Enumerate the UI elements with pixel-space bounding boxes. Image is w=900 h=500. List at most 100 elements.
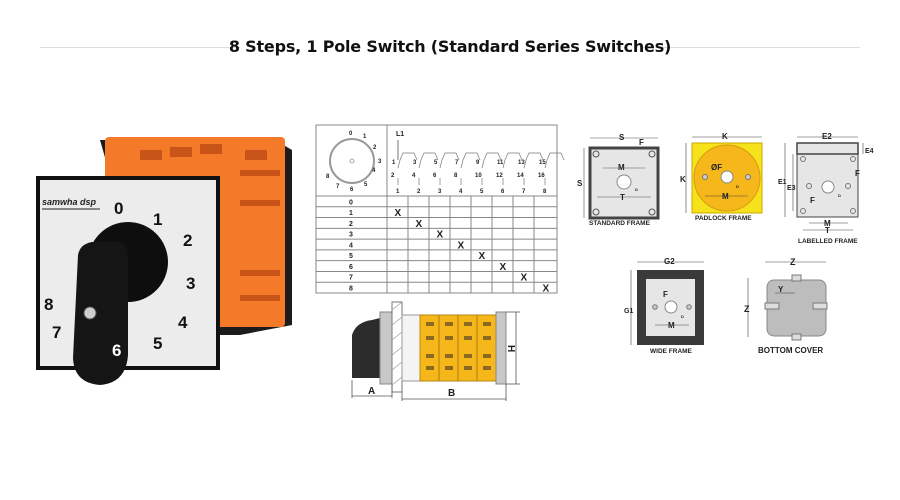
dimension-b: B <box>448 388 455 399</box>
closed-mark: X <box>416 219 423 230</box>
column-number: 4 <box>459 189 463 195</box>
svg-text:G1: G1 <box>624 308 633 315</box>
row-label: 3 <box>349 232 353 239</box>
row-label: 0 <box>349 199 353 206</box>
svg-text:G2: G2 <box>664 257 675 266</box>
column-number: 3 <box>438 189 442 195</box>
closed-mark: X <box>500 262 507 273</box>
svg-text:D: D <box>736 184 739 189</box>
dial-number: 8 <box>44 295 53 314</box>
column-number: 6 <box>501 189 505 195</box>
contact-symbol <box>502 152 523 185</box>
contact-symbol <box>460 152 481 185</box>
svg-text:K: K <box>722 132 728 141</box>
row-label: 1 <box>349 210 353 217</box>
svg-text:D: D <box>681 314 684 319</box>
bottom-cover-label: BOTTOM COVER <box>758 346 823 355</box>
closed-mark: X <box>479 251 486 262</box>
dial-position-label: 3 <box>378 159 382 165</box>
contact-number-bottom: 2 <box>391 173 395 179</box>
column-number: 1 <box>396 189 400 195</box>
closed-mark: X <box>521 273 528 284</box>
row-label: 8 <box>349 286 353 293</box>
contact-number-top: 9 <box>476 160 480 166</box>
padlock-frame-label: PADLOCK FRAME <box>695 215 752 222</box>
dial-number: 1 <box>153 210 162 229</box>
labelled-frame-label: LABELLED FRAME <box>798 238 858 245</box>
svg-text:K: K <box>680 175 686 184</box>
contact-number-bottom: 8 <box>454 173 458 179</box>
svg-text:Y: Y <box>778 285 784 294</box>
contact-symbol <box>418 152 439 185</box>
svg-text:D: D <box>838 193 841 198</box>
dial-number: 6 <box>112 341 121 360</box>
closed-mark: X <box>543 284 550 295</box>
contact-number-top: 7 <box>455 160 459 166</box>
svg-text:E4: E4 <box>865 148 874 155</box>
column-number: 7 <box>522 189 526 195</box>
svg-text:Z: Z <box>744 304 750 314</box>
svg-text:D: D <box>635 187 638 192</box>
dimension-a: A <box>368 386 375 397</box>
page-title: 8 Steps, 1 Pole Switch (Standard Series … <box>228 37 672 56</box>
contact-number-top: 5 <box>434 160 438 166</box>
row-label: 5 <box>349 253 353 260</box>
contact-number-top: 15 <box>539 160 546 166</box>
closed-mark: X <box>437 230 444 241</box>
contact-number-top: 11 <box>497 160 504 166</box>
contact-symbol <box>523 152 544 185</box>
row-label: 6 <box>349 264 353 271</box>
svg-text:E3: E3 <box>787 185 796 192</box>
svg-text:F: F <box>855 169 860 178</box>
svg-text:F: F <box>663 290 668 299</box>
dial-position-label: 1 <box>363 134 367 140</box>
svg-text:E1: E1 <box>778 179 787 186</box>
contact-number-bottom: 10 <box>475 173 482 179</box>
padlock-frame-diagram: K K ØF M D PADLOCK FRAME <box>680 132 763 222</box>
switch-handle[interactable] <box>73 242 128 385</box>
contact-symbol <box>544 152 565 185</box>
dial-position-label: 4 <box>372 168 376 174</box>
svg-text:ØF: ØF <box>711 163 722 172</box>
svg-text:Z: Z <box>790 257 796 267</box>
column-number: 2 <box>417 189 421 195</box>
contact-number-bottom: 16 <box>538 173 545 179</box>
dial-position-label: 7 <box>336 184 340 190</box>
contact-symbol <box>481 152 502 185</box>
svg-text:E2: E2 <box>822 132 832 141</box>
divider <box>655 47 860 48</box>
line-label: L1 <box>396 131 404 138</box>
brand-logo: samwha dsp <box>42 197 97 207</box>
dial-position-label: 6 <box>350 187 354 193</box>
dimension-h: H <box>505 345 516 352</box>
svg-text:T: T <box>620 193 625 202</box>
svg-text:S: S <box>619 133 625 142</box>
dial-position-label: 0 <box>349 131 353 137</box>
svg-text:S: S <box>577 179 583 188</box>
bottom-cover-diagram: Z Z Y BOTTOM COVER <box>744 257 828 355</box>
row-label: 4 <box>349 242 353 249</box>
svg-text:M: M <box>668 321 675 330</box>
row-label: 7 <box>349 275 353 282</box>
screw-icon <box>83 306 97 320</box>
dial-number: 5 <box>153 334 162 353</box>
labelled-frame-diagram: E2 E4 E1 E3 F F D M T LABELLED FRAME <box>778 132 874 245</box>
contact-number-bottom: 4 <box>412 173 416 179</box>
closed-mark: X <box>458 240 465 251</box>
dial-position-label: 8 <box>326 174 330 180</box>
contact-number-top: 13 <box>518 160 525 166</box>
contact-symbol <box>439 152 460 185</box>
dial-number: 2 <box>183 231 192 250</box>
dial-number: 7 <box>52 323 61 342</box>
standard-frame-label: STANDARD FRAME <box>589 220 651 227</box>
contact-number-top: 1 <box>392 160 396 166</box>
dial-number: 3 <box>186 274 195 293</box>
svg-text:F: F <box>639 138 644 147</box>
contact-number-bottom: 14 <box>517 173 524 179</box>
svg-text:F: F <box>810 196 815 205</box>
standard-frame-diagram: S F S M T D STANDARD FRAME <box>577 133 660 227</box>
wide-frame-label: WIDE FRAME <box>650 348 693 355</box>
